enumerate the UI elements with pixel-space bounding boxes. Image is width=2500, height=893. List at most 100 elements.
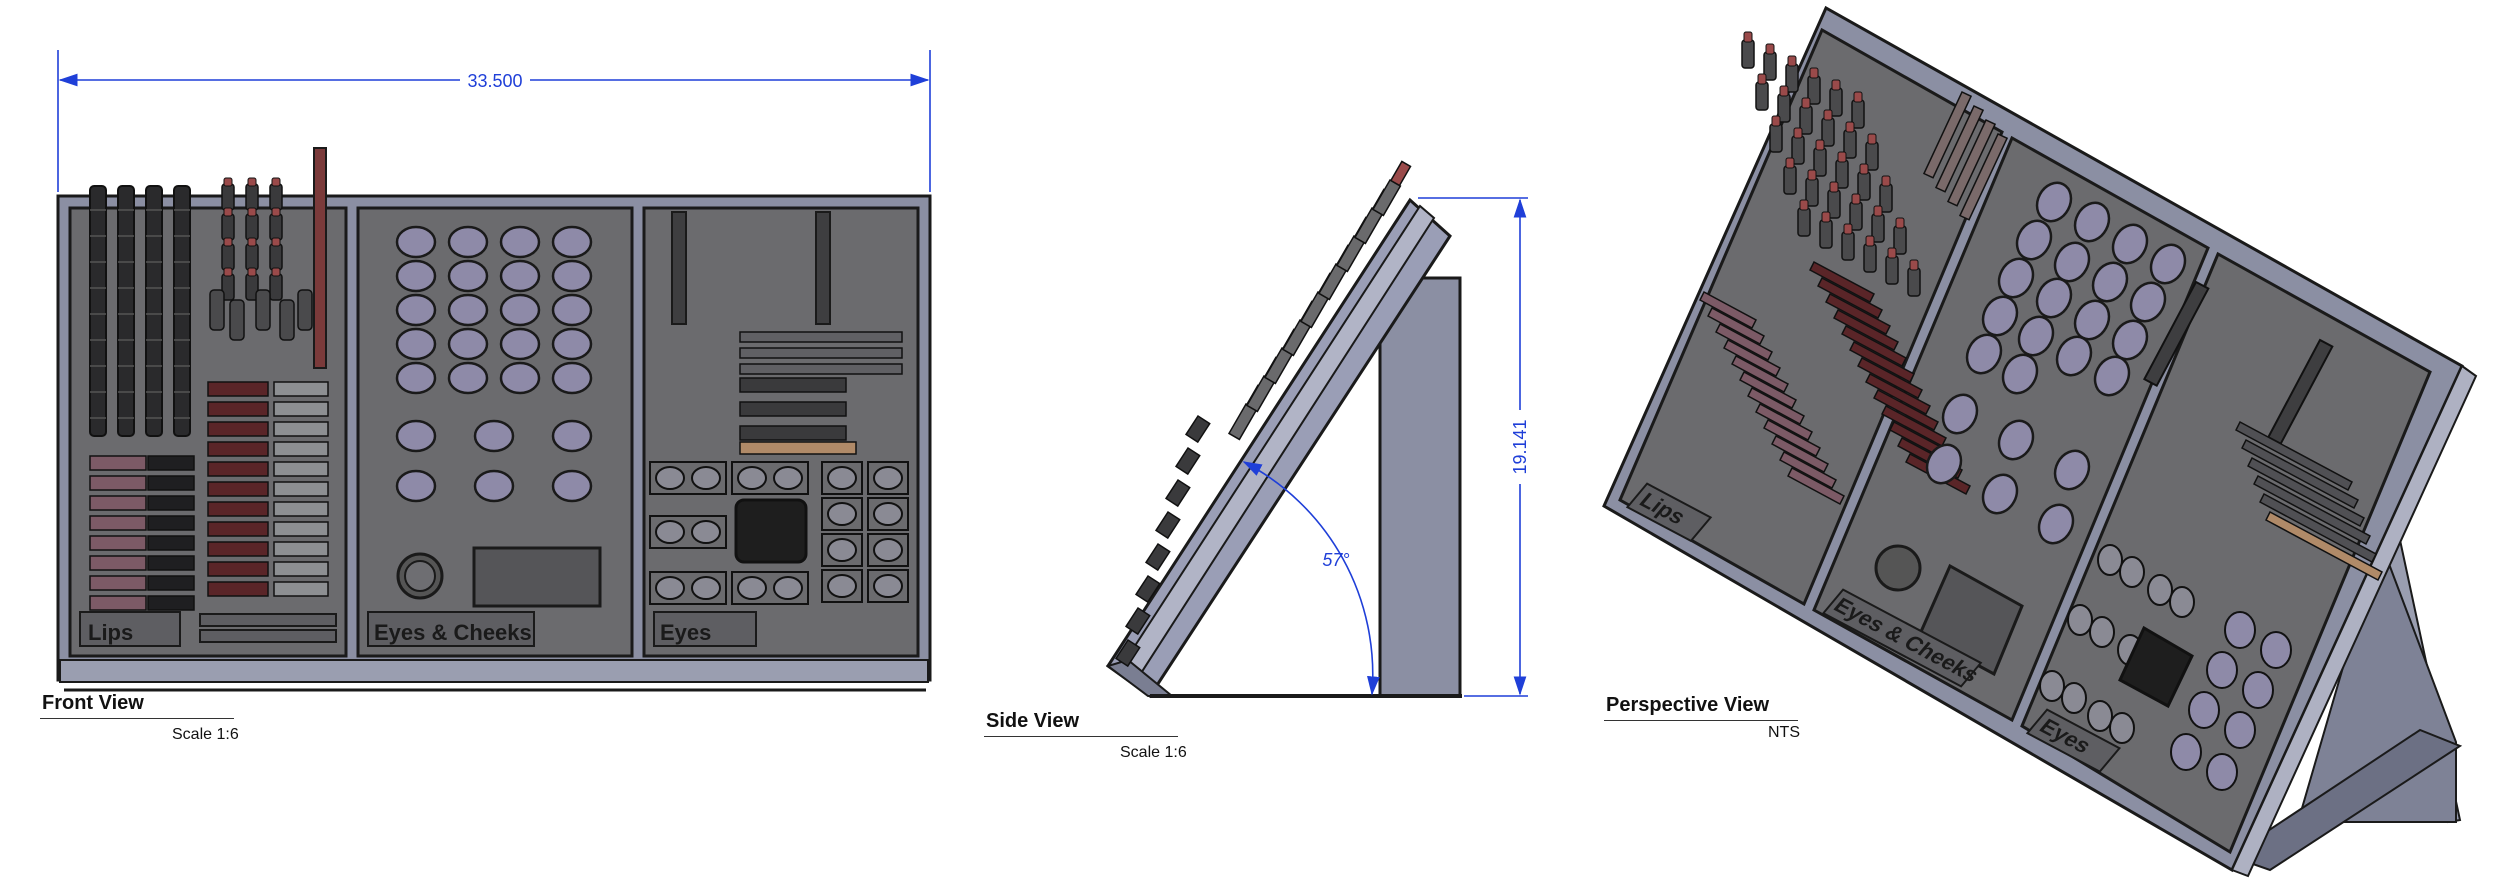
- persp-lipstick-tip: [1851, 193, 1861, 205]
- persp-lipstick-tip: [1821, 211, 1831, 223]
- eyeshadow-oval: [551, 327, 593, 361]
- mauve-swatch: [89, 595, 147, 611]
- eyeshadow-oval: [395, 361, 437, 395]
- lipstick-tip: [223, 207, 233, 217]
- eyes-cheeks-label: Eyes & Cheeks: [374, 620, 532, 645]
- eyeshadow-oval: [499, 259, 541, 293]
- persp-eyeliner: [2265, 510, 2383, 582]
- persp-eyeshadow-oval: [1941, 393, 1979, 435]
- persp-lipstick-tip: [1779, 85, 1789, 97]
- lips-label: Lips: [88, 620, 133, 645]
- persp-eyeliner: [2247, 456, 2365, 528]
- persp-lip-swatch: [1833, 308, 1899, 352]
- eyeshadow-oval: [551, 259, 593, 293]
- persp-lip-swatch: [1849, 340, 1915, 384]
- persp-lipstick-tip: [1771, 115, 1781, 127]
- front-view-scale: Scale 1:6: [172, 726, 239, 743]
- persp-pan: [2061, 682, 2087, 714]
- eyeshadow-pans: [649, 461, 909, 605]
- black-swatch: [147, 455, 195, 471]
- persp-mauve-swatch: [1747, 386, 1805, 426]
- lipstick-base: [209, 289, 225, 331]
- side-product: [1174, 446, 1201, 476]
- lip-liner-swatch: [273, 581, 329, 597]
- lipstick-tip: [223, 237, 233, 247]
- eye-pencil-bar: [739, 401, 847, 417]
- single-pan: [873, 574, 903, 598]
- lipstick-tip: [271, 267, 281, 277]
- persp-frame-edge: [2230, 364, 2478, 878]
- persp-eyeshadow-oval: [2015, 219, 2053, 261]
- persp-lipstick-body: [1755, 81, 1769, 111]
- height-dimension: 19.141: [1510, 419, 1530, 474]
- lips-liner-1: [199, 613, 337, 627]
- lip-liner-swatch: [273, 521, 329, 537]
- compact-round-inner: [404, 560, 436, 592]
- lip-swatch: [207, 501, 269, 517]
- persp-eyeshadow-oval: [2073, 201, 2111, 243]
- persp-lipstick-tip: [1807, 169, 1817, 181]
- persp-mauve-swatch: [1723, 338, 1781, 378]
- eyeshadow-ovals: [395, 225, 593, 503]
- persp-single-pan: [2170, 733, 2202, 771]
- pan-left: [737, 466, 767, 490]
- persp-lipstick-tip: [1853, 91, 1863, 103]
- eyeshadow-oval: [395, 293, 437, 327]
- side-product: [1154, 510, 1181, 540]
- persp-eyeliner: [2241, 438, 2359, 510]
- side-view-title: Side View: [986, 710, 1080, 732]
- persp-lipstick-body: [1797, 207, 1811, 237]
- persp-lipsticks: [1741, 31, 2009, 297]
- lipstick-body: [221, 243, 235, 271]
- mauve-swatch: [89, 455, 147, 471]
- persp-pan: [2097, 544, 2123, 576]
- lipstick-base: [297, 289, 313, 331]
- eyeliner-bar: [739, 331, 903, 343]
- persp-mauve-swatch: [1699, 290, 1757, 330]
- persp-eyeshadow-oval: [1997, 419, 2035, 461]
- pan-right: [691, 520, 721, 544]
- lip-swatch: [207, 441, 269, 457]
- eye-brush-2: [815, 211, 831, 325]
- persp-tall-lipstick: [1946, 119, 1997, 207]
- lip-swatch: [207, 381, 269, 397]
- persp-pan: [2109, 712, 2135, 744]
- persp-lipstick-tip: [1873, 205, 1883, 217]
- side-view-underline: [984, 736, 1178, 737]
- lipstick-tip: [271, 177, 281, 187]
- eyeshadow-oval: [551, 361, 593, 395]
- pan-right: [691, 466, 721, 490]
- lipstick-columns: [89, 185, 191, 437]
- black-swatch: [147, 515, 195, 531]
- lip-liner-swatch: [273, 481, 329, 497]
- lipstick-body: [245, 213, 259, 241]
- eyeshadow-oval: [499, 293, 541, 327]
- lipstick-body: [221, 213, 235, 241]
- lip-liner-swatch: [273, 421, 329, 437]
- persp-single-pan: [2188, 691, 2220, 729]
- persp-eyeshadow-oval: [2129, 281, 2167, 323]
- lipstick-body: [269, 183, 283, 211]
- persp-lipstick-tip: [1815, 139, 1825, 151]
- lipstick-body: [269, 213, 283, 241]
- persp-lipstick-tip: [1887, 247, 1897, 259]
- persp-eyeshadow-oval: [2091, 261, 2129, 303]
- lipstick-tip: [247, 237, 257, 247]
- persp-lipstick-tip: [1831, 79, 1841, 91]
- eye-pencil-bar: [739, 377, 847, 393]
- persp-lipstick-body: [1783, 165, 1797, 195]
- eyeshadow-oval: [473, 419, 515, 453]
- persp-eyeshadow-oval: [2053, 449, 2091, 491]
- eyes-cheeks-label-plate: [367, 611, 535, 647]
- persp-lip-swatch: [1841, 324, 1907, 368]
- persp-lipstick-tip: [1909, 259, 1919, 271]
- eyeshadow-oval: [395, 419, 437, 453]
- black-lipstick-column: [89, 185, 107, 437]
- persp-lip-swatch: [1881, 404, 1947, 448]
- tall-lipstick: [313, 147, 327, 369]
- lips-label-plate: [79, 611, 181, 647]
- persp-lipstick-body: [1907, 267, 1921, 297]
- angle-arc: [1242, 461, 1380, 696]
- lip-liner-swatch: [273, 541, 329, 557]
- eyeshadow-oval: [447, 293, 489, 327]
